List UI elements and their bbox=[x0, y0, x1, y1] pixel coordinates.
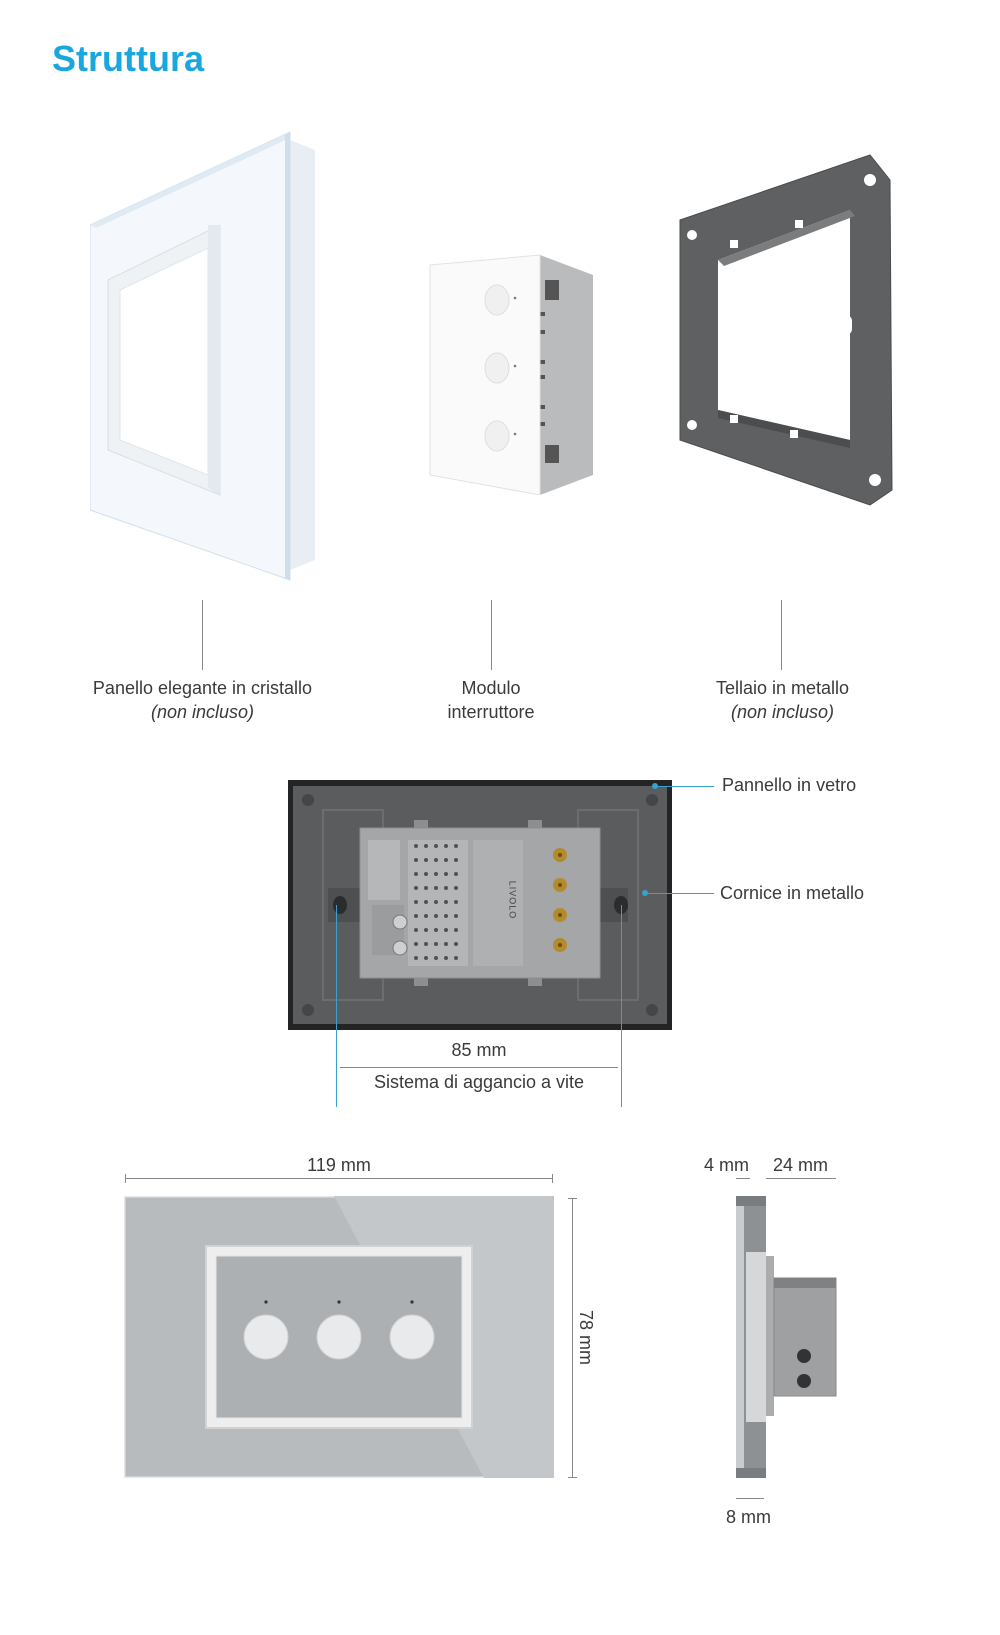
switch-module-illustration bbox=[429, 254, 593, 495]
label-switch-module-line2: interruttore bbox=[447, 702, 535, 722]
dimension-depth: 24 mm bbox=[773, 1155, 829, 1175]
label-metal-frame-name: Tellaio in metallo bbox=[715, 678, 850, 698]
dimension-height: 78 mm bbox=[576, 1309, 597, 1366]
back-view-illustration bbox=[288, 780, 672, 1030]
screw-system-label: Sistema di aggancio a vite bbox=[373, 1072, 585, 1092]
dimension-width: 119 mm bbox=[307, 1155, 371, 1175]
label-glass-panel-note: (non incluso) bbox=[150, 702, 255, 722]
dimension-bottom: 8 mm bbox=[726, 1507, 771, 1527]
module-brand: LIVOLO bbox=[507, 880, 518, 920]
label-switch-module: Modulo interruttore bbox=[400, 676, 582, 724]
label-glass-panel-name: Panello elegante in cristallo bbox=[92, 678, 313, 698]
label-switch-module-line1: Modulo bbox=[461, 678, 521, 698]
metal-frame-illustration bbox=[679, 154, 893, 506]
dimension-85mm: 85 mm bbox=[451, 1040, 507, 1060]
page-title: Struttura bbox=[52, 38, 204, 79]
callout-glass-panel: Pannello in vetro bbox=[722, 775, 857, 795]
callout-metal-frame: Cornice in metallo bbox=[720, 883, 865, 903]
label-glass-panel: Panello elegante in cristallo (non inclu… bbox=[60, 676, 345, 724]
label-metal-frame: Tellaio in metallo (non incluso) bbox=[680, 676, 885, 724]
front-view-illustration bbox=[124, 1196, 554, 1478]
glass-panel-illustration bbox=[90, 131, 315, 581]
dimension-glass-thickness: 4 mm bbox=[704, 1155, 749, 1175]
side-view-illustration bbox=[736, 1196, 837, 1478]
label-metal-frame-note: (non incluso) bbox=[730, 702, 835, 722]
